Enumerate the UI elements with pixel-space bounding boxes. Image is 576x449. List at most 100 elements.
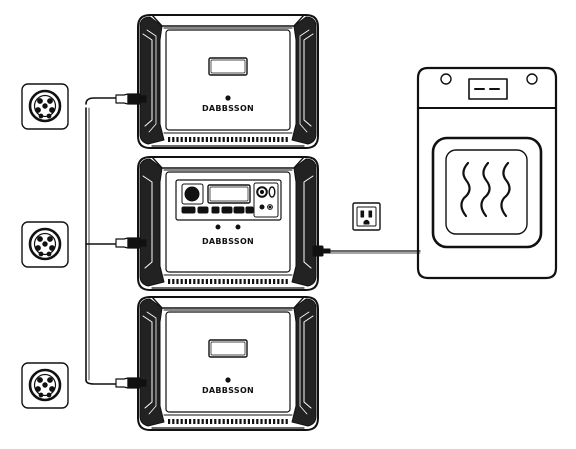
vent-slot [197,137,200,142]
vent-slot [243,279,246,284]
vent-slot [197,419,200,424]
ev-plug-icon [20,82,70,131]
vent-slot [218,137,221,142]
vent-slot [281,419,284,424]
vent-slot [273,137,276,142]
brand-label: DABBSSON [202,104,254,113]
vent-slot [268,137,271,142]
vent-slot [231,137,234,142]
vent-slot [210,279,213,284]
vent-slot [243,419,246,424]
vent-slot [247,137,250,142]
vent-slot [205,419,208,424]
vent-slot [180,419,183,424]
vent-slot [176,137,179,142]
vent-slot [214,279,217,284]
vent-slot [281,137,284,142]
vent-slot [193,137,196,142]
ev-plug-icon [20,361,70,410]
vent-slot [222,137,225,142]
vent-slot [168,419,171,424]
vent-slot [172,279,175,284]
vent-slot [176,279,179,284]
ac-outlet-icon [352,202,381,231]
vent-slot [231,279,234,284]
vent-slot [180,137,183,142]
vent-slot [180,279,183,284]
vent-slot [226,419,229,424]
vent-slot [235,419,238,424]
vent-slot [247,279,250,284]
vent-slot [226,137,229,142]
vent-slot [197,279,200,284]
vent-slot [184,419,187,424]
battery-link-cables [85,93,147,389]
vent-slot [273,279,276,284]
vent-slot [205,137,208,142]
vent-slot [268,419,271,424]
vent-slot [285,279,288,284]
vent-slot [277,137,280,142]
vent-slot [189,137,192,142]
vent-slot [184,137,187,142]
vent-slot [235,279,238,284]
vent-slot [285,137,288,142]
vent-slot [277,419,280,424]
cable-plug [115,93,147,105]
vent-slot [201,279,204,284]
vent-slot [243,137,246,142]
vent-grille [168,137,288,142]
vent-slot [256,137,259,142]
vent-slot [239,137,242,142]
ac-output-cable [312,245,421,257]
usb-port-row [181,206,254,214]
vent-slot [168,137,171,142]
vent-slot [184,279,187,284]
vent-slot [264,137,267,142]
brand-label: DABBSSON [202,237,254,246]
vent-slot [210,137,213,142]
vent-slot [235,137,238,142]
vent-slot [218,419,221,424]
ev-plug-icon [20,220,70,269]
vent-slot [222,279,225,284]
vent-slot [201,137,204,142]
expansion-battery-bottom: DABBSSON [137,296,319,431]
vent-slot [176,419,179,424]
vent-slot [201,419,204,424]
vent-slot [281,279,284,284]
vent-slot [222,419,225,424]
vent-slot [218,279,221,284]
cable-plug [115,377,147,389]
vent-slot [193,419,196,424]
vent-slot [252,137,255,142]
vent-slot [189,419,192,424]
vent-slot [172,137,175,142]
vent-slot [239,279,242,284]
vent-slot [172,419,175,424]
vent-slot [193,279,196,284]
vent-slot [252,419,255,424]
vent-slot [210,419,213,424]
main-power-station: DABBSSON [137,156,319,291]
vent-grille [168,419,288,424]
vent-slot [273,419,276,424]
vent-slot [168,279,171,284]
vent-slot [268,279,271,284]
vent-slot [256,419,259,424]
vent-slot [214,137,217,142]
vent-slot [260,419,263,424]
vent-slot [214,419,217,424]
vent-slot [247,419,250,424]
oven-appliance-icon [416,66,558,280]
vent-slot [231,419,234,424]
brand-label: DABBSSON [202,386,254,395]
vent-slot [260,279,263,284]
vent-slot [252,279,255,284]
vent-slot [189,279,192,284]
vent-slot [205,279,208,284]
expansion-battery-top: DABBSSON [137,14,319,149]
vent-slot [285,419,288,424]
vent-slot [260,137,263,142]
